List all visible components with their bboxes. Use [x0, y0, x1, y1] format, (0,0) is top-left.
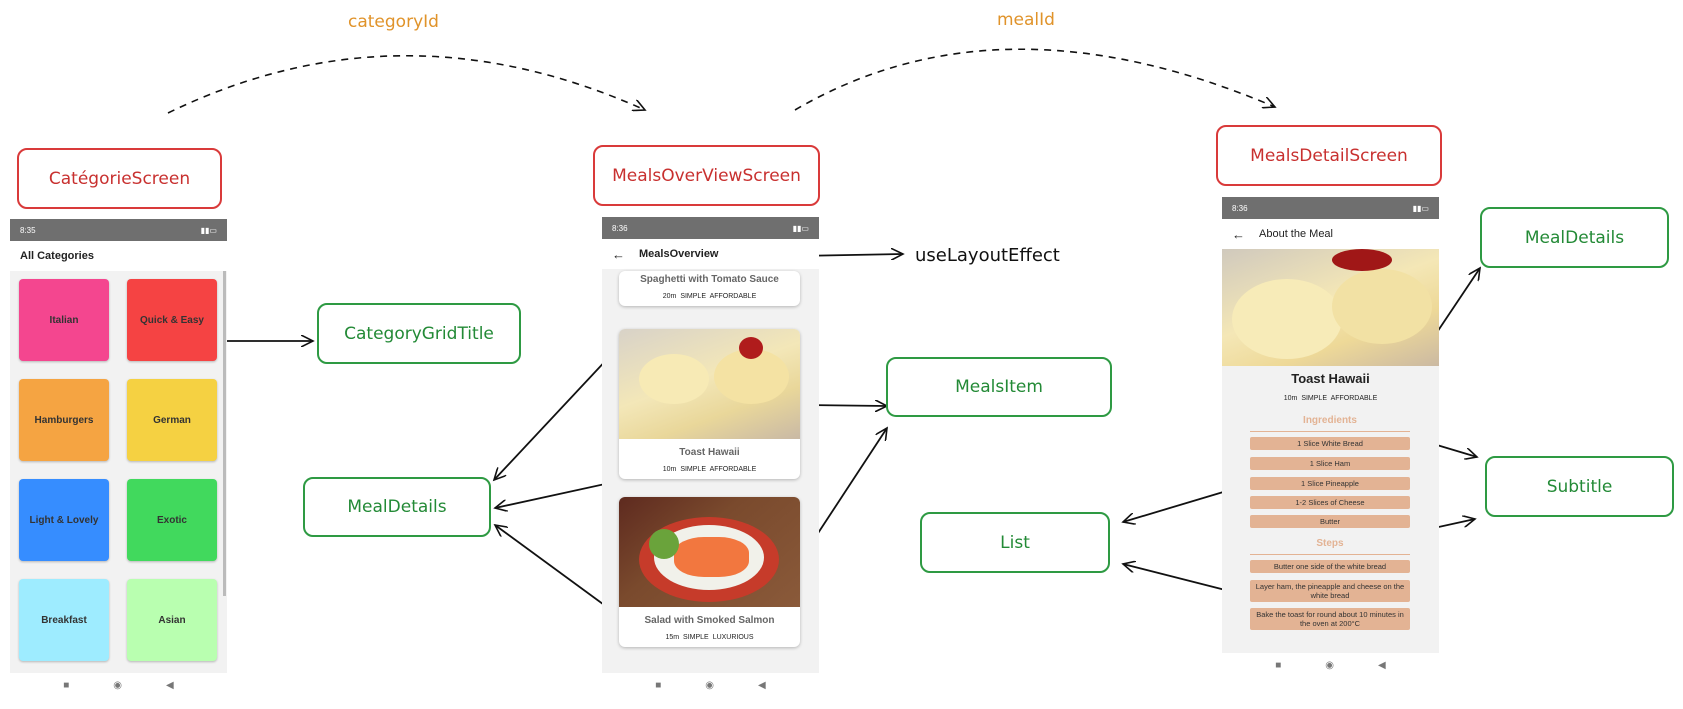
meal-details-left-box: MealDetails — [303, 477, 491, 537]
battery-icon: ▮▮▭ — [792, 223, 809, 233]
categories-phone: 8:35 ▮▮▭ All Categories Italian Quick & … — [10, 219, 227, 697]
battery-icon: ▮▮▭ — [200, 225, 217, 235]
android-nav-bar: ■ ◉ ◀ — [602, 673, 819, 697]
step-item: Butter one side of the white bread — [1250, 560, 1410, 573]
scrollbar[interactable] — [223, 271, 226, 596]
status-bar: 8:36 ▮▮▭ — [1222, 197, 1439, 219]
android-nav-bar: ■ ◉ ◀ — [1222, 653, 1439, 677]
android-nav-bar: ■ ◉ ◀ — [10, 673, 227, 697]
meal-details: 20m SIMPLE AFFORDABLE — [662, 293, 757, 300]
step-item: Layer ham, the pineapple and cheese on t… — [1250, 580, 1410, 602]
back-arrow-icon[interactable]: ← — [1232, 226, 1245, 242]
meal-item-toast-hawaii[interactable]: Toast Hawaii 10m SIMPLE AFFORDABLE — [619, 329, 800, 479]
steps-divider — [1250, 554, 1410, 555]
category-id-label: categoryId — [348, 12, 439, 32]
meals-item-box: MealsItem — [886, 357, 1112, 417]
list-arrow-1 — [1123, 486, 1241, 522]
ingredient-item: Butter — [1250, 515, 1410, 528]
category-grid: Italian Quick & Easy Hamburgers German L… — [10, 271, 227, 673]
meal-image — [619, 329, 800, 439]
status-time: 8:35 — [20, 225, 36, 235]
meal-id-label: mealId — [997, 10, 1055, 30]
status-time: 8:36 — [612, 223, 628, 233]
meal-title: Toast Hawaii — [1291, 371, 1370, 386]
status-bar: 8:36 ▮▮▭ — [602, 217, 819, 239]
meal-item-spaghetti[interactable]: Spaghetti with Tomato Sauce 20m SIMPLE A… — [619, 271, 800, 306]
meal-image — [619, 497, 800, 607]
home-icon[interactable]: ◉ — [1325, 659, 1335, 671]
status-time: 8:36 — [1232, 203, 1248, 213]
subtitle-box: Subtitle — [1485, 456, 1674, 517]
meal-details-right-box: MealDetails — [1480, 207, 1669, 268]
back-icon[interactable]: ◀ — [1378, 659, 1386, 671]
category-tile-quick-easy[interactable]: Quick & Easy — [127, 279, 217, 361]
home-icon[interactable]: ◉ — [113, 679, 123, 691]
steps-subtitle: Steps — [1316, 538, 1344, 549]
meal-title: Spaghetti with Tomato Sauce — [640, 274, 779, 285]
category-tile-asian[interactable]: Asian — [127, 579, 217, 661]
app-bar: All Categories — [10, 241, 227, 271]
ingredient-item: 1 Slice Ham — [1250, 457, 1410, 470]
recents-icon[interactable]: ■ — [63, 679, 70, 691]
ingredient-item: 1 Slice Pineapple — [1250, 477, 1410, 490]
battery-icon: ▮▮▭ — [1412, 203, 1429, 213]
page-title: About the Meal — [1259, 228, 1333, 240]
status-bar: 8:35 ▮▮▭ — [10, 219, 227, 241]
meal-item-salmon-salad[interactable]: Salad with Smoked Salmon 15m SIMPLE LUXU… — [619, 497, 800, 647]
category-tile-exotic[interactable]: Exotic — [127, 479, 217, 561]
use-layout-effect-label: useLayoutEffect — [915, 245, 1060, 266]
step-item: Bake the toast for round about 10 minute… — [1250, 608, 1410, 630]
meal-detail-phone: 8:36 ▮▮▭ ← About the Meal Toast Hawaii 1… — [1222, 197, 1439, 677]
category-tile-hamburgers[interactable]: Hamburgers — [19, 379, 109, 461]
app-bar: ← About the Meal — [1222, 219, 1439, 249]
ingredients-subtitle: Ingredients — [1303, 415, 1357, 426]
category-tile-italian[interactable]: Italian — [19, 279, 109, 361]
back-icon[interactable]: ◀ — [758, 679, 766, 691]
category-tile-light-lovely[interactable]: Light & Lovely — [19, 479, 109, 561]
recents-icon[interactable]: ■ — [655, 679, 662, 691]
meal-image — [1222, 249, 1439, 366]
categories-screen-box: CatégorieScreen — [17, 148, 222, 209]
recents-icon[interactable]: ■ — [1275, 659, 1282, 671]
category-tile-breakfast[interactable]: Breakfast — [19, 579, 109, 661]
list-box: List — [920, 512, 1110, 573]
category-tile-german[interactable]: German — [127, 379, 217, 461]
back-icon[interactable]: ◀ — [166, 679, 174, 691]
meals-detail-screen-box: MealsDetailScreen — [1216, 125, 1442, 186]
ingredients-divider — [1250, 431, 1410, 432]
meal-details: 10m SIMPLE AFFORDABLE — [662, 466, 757, 473]
meal-title: Toast Hawaii — [679, 447, 740, 458]
meals-overview-phone: 8:36 ▮▮▭ ← MealsOverview Spaghetti with … — [602, 217, 819, 697]
ingredient-item: 1-2 Slices of Cheese — [1250, 496, 1410, 509]
category-grid-title-box: CategoryGridTitle — [317, 303, 521, 364]
back-arrow-icon[interactable]: ← — [612, 246, 625, 262]
meal-title: Salad with Smoked Salmon — [644, 615, 775, 626]
app-bar: ← MealsOverview — [602, 239, 819, 269]
meals-overview-screen-box: MealsOverViewScreen — [593, 145, 820, 206]
meal-details: 10m SIMPLE AFFORDABLE — [1283, 395, 1378, 402]
page-title: MealsOverview — [639, 248, 719, 260]
meal-id-arrow — [794, 48, 1275, 111]
home-icon[interactable]: ◉ — [705, 679, 715, 691]
category-id-arrow — [167, 54, 645, 114]
ingredient-item: 1 Slice White Bread — [1250, 437, 1410, 450]
page-title: All Categories — [20, 250, 94, 262]
meal-details: 15m SIMPLE LUXURIOUS — [665, 634, 754, 641]
